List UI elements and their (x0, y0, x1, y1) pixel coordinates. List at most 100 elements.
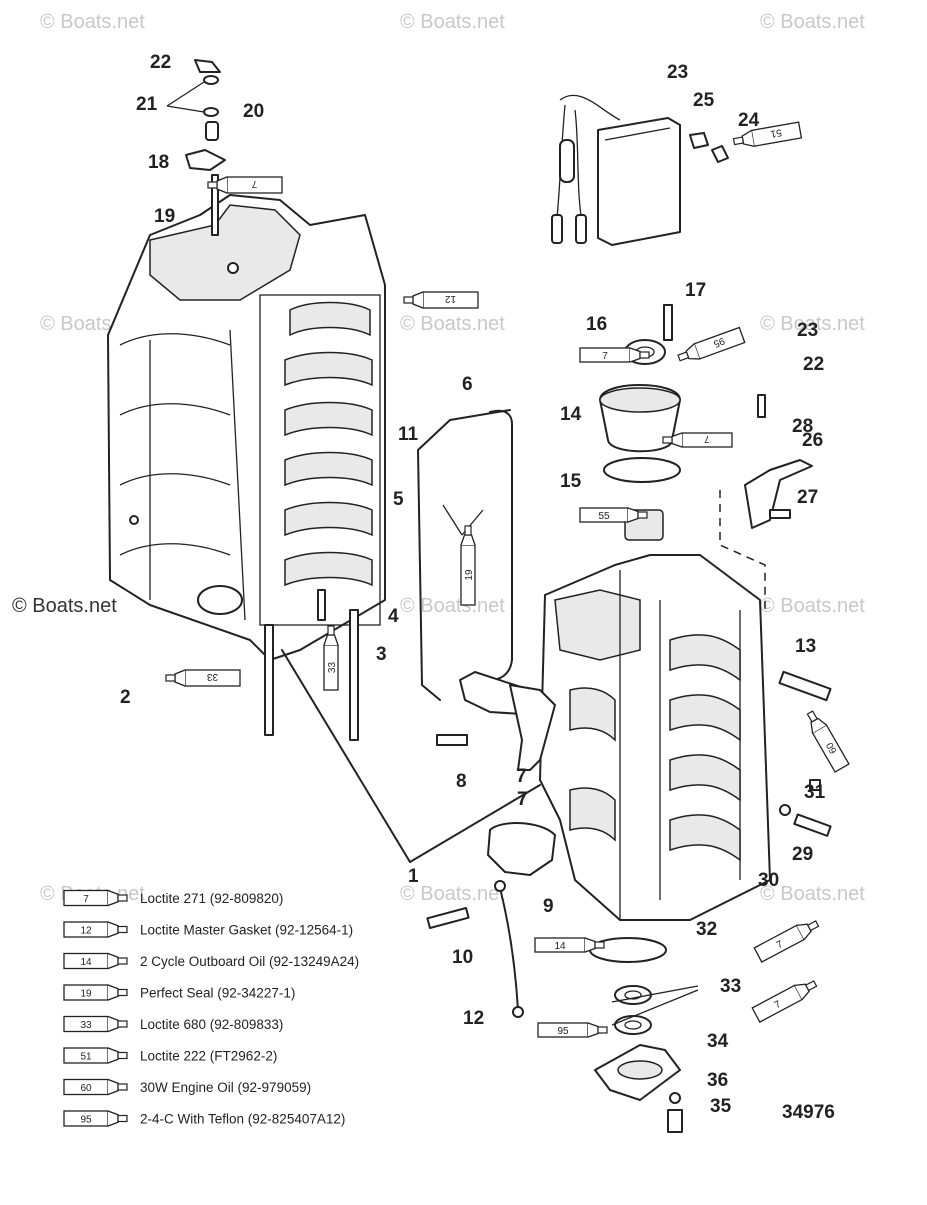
tube-label: 19 (464, 569, 475, 581)
sealant-tube-55: 55 (579, 507, 648, 523)
watermark: © Boats.net (760, 595, 865, 617)
tube-label: 55 (598, 511, 610, 522)
tube-label: 60 (824, 740, 839, 756)
sealant-tube-33: 33 (165, 669, 241, 687)
sealant-tube-7: 7 (579, 347, 650, 363)
callout-36: 36 (707, 1070, 728, 1091)
callout-22: 22 (150, 52, 171, 73)
watermark: © Boats.net (12, 595, 117, 617)
sealant-tube-7: 7 (753, 920, 820, 963)
tube-label: 7 (602, 351, 608, 362)
tube-label: 7 (83, 894, 89, 905)
legend: 7 Loctite 271 (92-809820) 12 Loctite Master… (63, 889, 359, 1127)
tube-label: 95 (80, 1115, 92, 1126)
leader-line (281, 649, 411, 863)
tube-label: 95 (557, 1026, 569, 1037)
tube-label: 12 (445, 293, 457, 304)
crankcase-cover-drawing (107, 174, 386, 741)
legend-entry-label: 2-4-C With Teflon (92-825407A12) (140, 1112, 345, 1127)
ignition-module-drawing (551, 94, 729, 246)
callout-4: 4 (388, 606, 399, 627)
callout-15: 15 (560, 471, 582, 492)
tube-label: 7 (251, 178, 257, 189)
callout-14: 14 (560, 404, 582, 425)
callout-13: 13 (795, 636, 816, 657)
tube-label: 95 (711, 335, 726, 349)
sealant-tube-51: 51 (732, 121, 803, 147)
callout-2: 2 (120, 687, 131, 708)
legend-entry-label: Loctite 271 (92-809820) (140, 891, 283, 906)
sealant-tube-60: 60 (63, 1078, 128, 1096)
callout-11: 11 (398, 424, 419, 445)
diagram-number: 34976 (782, 1102, 835, 1123)
tube-label: 14 (80, 957, 92, 968)
callout-7: 7 (517, 789, 528, 810)
watermark: © Boats.net (40, 11, 145, 33)
callout-labels: 1234567789101112131415161718192021222223… (120, 52, 826, 1117)
watermark: © Boats.net (760, 313, 865, 335)
callout-17: 17 (685, 280, 706, 301)
sealant-tube-60: 60 (806, 710, 850, 773)
cylinder-block-drawing (539, 304, 832, 921)
callout-8: 8 (456, 771, 467, 792)
callout-19: 19 (154, 206, 175, 227)
sealant-tube-19: 19 (63, 984, 128, 1001)
callout-16: 16 (586, 314, 607, 335)
sealant-tube-12: 12 (403, 291, 479, 309)
sealant-tube-19: 19 (460, 525, 476, 606)
callout-29: 29 (792, 844, 813, 865)
callout-7: 7 (516, 766, 527, 787)
sealant-tube-7: 7 (751, 980, 818, 1023)
sealant-tube-14: 14 (534, 937, 605, 953)
legend-entry-label: 30W Engine Oil (92-979059) (140, 1080, 311, 1095)
tube-label: 7 (775, 939, 785, 952)
tube-label: 12 (80, 926, 92, 937)
watermark: © Boats.net (400, 595, 505, 617)
sealant-tube-7: 7 (662, 432, 733, 448)
sealant-tube-33: 33 (323, 625, 339, 691)
watermark: © Boats.net (400, 313, 505, 335)
callout-18: 18 (148, 152, 169, 173)
sealant-tube-95: 95 (677, 326, 746, 362)
watermark: © Boats.net (760, 11, 865, 33)
legend-entry-label: 2 Cycle Outboard Oil (92-13249A24) (140, 954, 359, 969)
callout-21: 21 (136, 94, 158, 115)
callout-35: 35 (710, 1096, 732, 1117)
tube-label: 51 (769, 126, 782, 139)
callout-1: 1 (408, 866, 419, 887)
watermark: © Boats.net (400, 11, 505, 33)
callout-26: 26 (802, 430, 823, 451)
callout-22: 22 (803, 354, 824, 375)
sealant-tube-33: 33 (63, 1015, 128, 1033)
leader-line (409, 784, 541, 863)
legend-entry-label: Loctite 222 (FT2962-2) (140, 1049, 277, 1064)
callout-9: 9 (543, 896, 554, 917)
watermark: © Boats.net (760, 883, 865, 905)
tube-label: 14 (554, 941, 566, 952)
tube-label: 19 (80, 989, 92, 1000)
callout-23: 23 (797, 320, 818, 341)
legend-entry-label: Loctite Master Gasket (92-12564-1) (140, 923, 353, 938)
tube-label: 60 (80, 1083, 92, 1094)
callout-30: 30 (758, 870, 779, 891)
sealant-tube-51: 51 (63, 1047, 128, 1064)
callout-33: 33 (720, 976, 741, 997)
sealant-tube-7: 7 (63, 889, 128, 907)
callout-34: 34 (707, 1031, 729, 1052)
tube-label: 7 (704, 433, 710, 444)
legend-entry-label: Loctite 680 (92-809833) (140, 1017, 283, 1032)
top-fasteners-drawing (166, 59, 226, 171)
callout-23: 23 (667, 62, 688, 83)
callout-25: 25 (693, 90, 715, 111)
tube-label: 33 (207, 671, 219, 682)
callout-24: 24 (738, 110, 760, 131)
callout-28: 28 (792, 416, 813, 437)
tube-label: 33 (80, 1020, 92, 1031)
sealant-tube-95: 95 (63, 1110, 128, 1127)
tube-label: 51 (80, 1052, 92, 1063)
callout-31: 31 (804, 782, 826, 803)
watermark: © Boats.net (400, 883, 505, 905)
sealant-tube-14: 14 (63, 952, 128, 970)
